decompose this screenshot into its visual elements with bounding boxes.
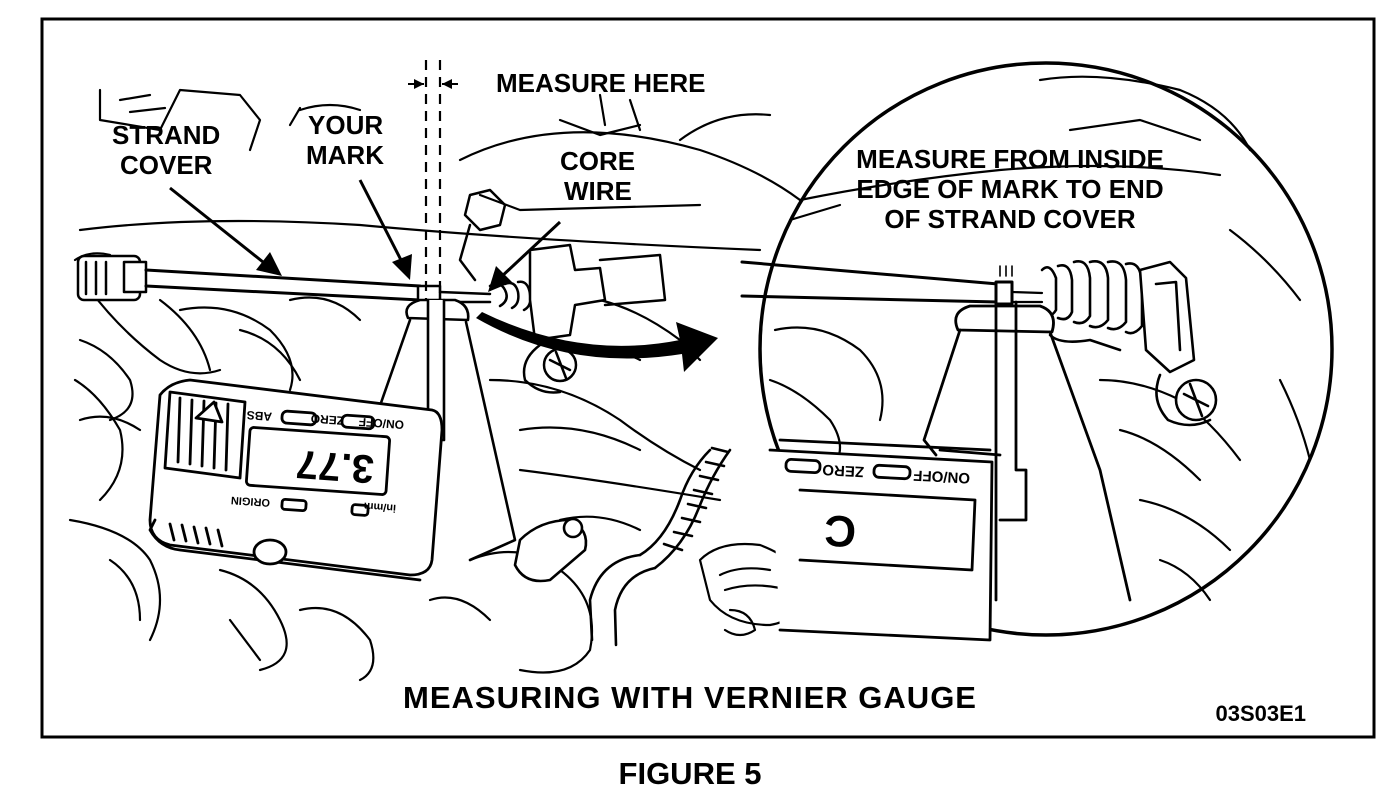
inset-display-fragment: C [823, 505, 857, 556]
gauge-origin-label: ORIGIN [231, 494, 271, 509]
label-measure-here: MEASURE HERE [496, 68, 705, 98]
inset-note-line3: OF STRAND COVER [884, 204, 1136, 234]
magnified-inset: ZERO ON/OFF C [740, 61, 1334, 642]
gauge-zero-label: ZERO [310, 411, 344, 427]
cable-end-fitting [458, 188, 667, 394]
inset-gauge-text: ZERO ON/OFF C [822, 461, 971, 556]
inset-on-off-label: ON/OFF [913, 466, 970, 486]
vernier-gauge-body [148, 378, 444, 582]
gauge-units-label: in/mm [363, 500, 396, 514]
label-core-wire-line1: CORE [560, 146, 635, 176]
diagram-code: 03S03E1 [1215, 701, 1306, 726]
inset-note-line2: EDGE OF MARK TO END [856, 174, 1163, 204]
diagram-caption: MEASURING WITH VERNIER GAUGE [403, 680, 977, 715]
gauge-on-off-label: ON/OFF [358, 415, 404, 432]
figure-title: FIGURE 5 [619, 756, 762, 791]
gauge-abs-label: ABS [246, 408, 272, 424]
label-strand-cover-line1: STRAND [112, 120, 220, 150]
inset-note-line1: MEASURE FROM INSIDE [856, 144, 1164, 174]
strand-cover-cable [144, 268, 422, 302]
inset-zero-label: ZERO [822, 461, 865, 480]
label-your-mark-line1: YOUR [308, 110, 383, 140]
hoses [513, 446, 732, 647]
measure-here-guides [408, 60, 458, 300]
leader-arrows [169, 179, 562, 292]
cable-connector [76, 254, 148, 302]
callout-arrow [476, 312, 718, 372]
label-your-mark-line2: MARK [306, 140, 384, 170]
label-core-wire-line2: WIRE [564, 176, 632, 206]
callout-labels: STRAND COVER YOUR MARK MEASURE HERE CORE… [112, 68, 1164, 234]
gauge-display-value: 3.77 [295, 442, 376, 491]
gauge-text: ABS ZERO ON/OFF 3.77 ORIGIN in/mm [231, 408, 405, 514]
label-strand-cover-line2: COVER [120, 150, 213, 180]
